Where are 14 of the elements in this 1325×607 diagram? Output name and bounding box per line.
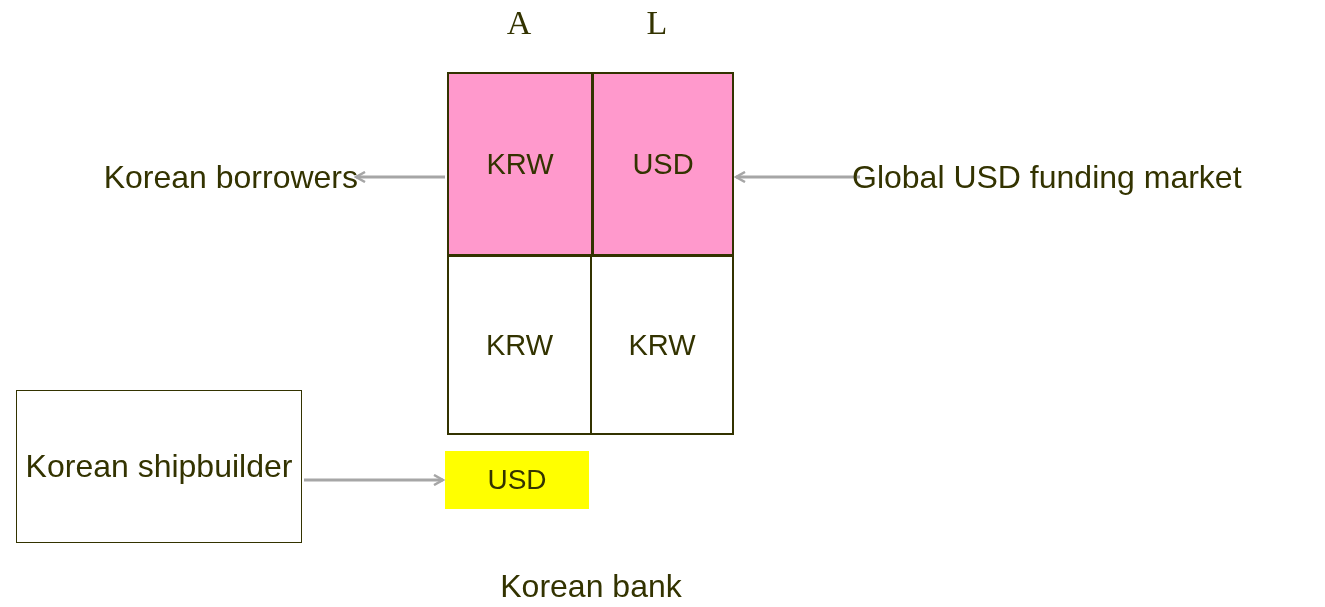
balance-sheet-cell: KRW (447, 255, 592, 435)
column-heading: A (506, 4, 532, 42)
column-heading: L (646, 4, 668, 42)
balance-sheet-caption: Korean bank (500, 568, 682, 605)
balance-sheet-cell: USD (592, 72, 734, 256)
arrow (354, 170, 445, 184)
entity-label: Global USD funding market (852, 158, 1242, 196)
balance-sheet-cell: KRW (590, 255, 734, 435)
entity-label: Korean borrowers (103, 158, 358, 196)
arrow (304, 473, 445, 487)
entity-box: Korean shipbuilder (16, 390, 302, 543)
arrow (734, 170, 860, 184)
balance-sheet-cell: KRW (447, 72, 593, 256)
highlight-box: USD (445, 451, 589, 509)
